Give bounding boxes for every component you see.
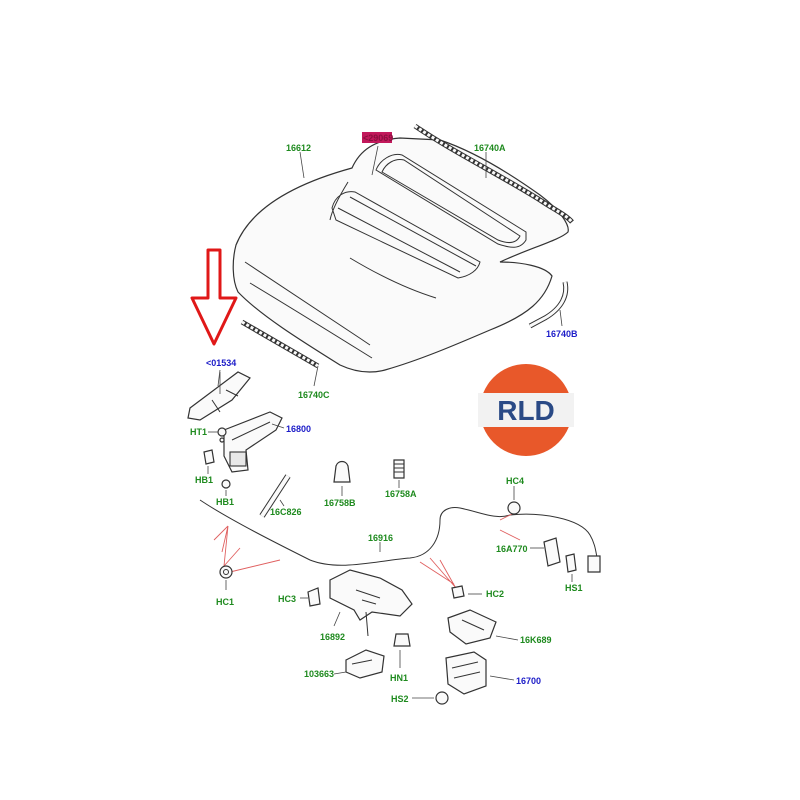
bolt-hb1a — [203, 449, 215, 474]
label-hc3: HC3 — [278, 594, 296, 604]
label-hc2: HC2 — [486, 589, 504, 599]
logo-text: RLD — [497, 395, 555, 426]
label-hc4: HC4 — [506, 476, 524, 486]
clip-hc2 — [451, 585, 482, 599]
label-16612: 16612 — [286, 143, 311, 153]
clip-hc4 — [507, 486, 521, 515]
seal-16740c — [240, 319, 320, 369]
handle-16a770 — [530, 537, 561, 567]
label-16800: 16800 — [286, 424, 311, 434]
hinge-16800 — [223, 411, 285, 473]
bump-stop-16758b — [333, 460, 351, 496]
label-hs2: HS2 — [391, 694, 409, 704]
label-16758b: 16758B — [324, 498, 356, 508]
label-16758a: 16758A — [385, 489, 417, 499]
label-hb1a: HB1 — [195, 475, 213, 485]
label-01534: <01534 — [206, 358, 236, 368]
label-29069: <29069 — [363, 133, 393, 143]
strut-16c826 — [259, 474, 291, 518]
bump-stop-16758a — [393, 459, 405, 488]
lever-hs1 — [565, 553, 601, 582]
bolt-hb1b — [221, 479, 231, 496]
label-16740a: 16740A — [474, 143, 506, 153]
label-16740b: 16740B — [546, 329, 578, 339]
hinge-01534 — [187, 371, 251, 421]
latch-16700 — [445, 651, 515, 695]
label-hc1: HC1 — [216, 597, 234, 607]
release-cable-16916 — [199, 499, 599, 566]
seal-16740a — [413, 123, 574, 224]
label-hb1b: HB1 — [216, 497, 234, 507]
hood-panel — [232, 137, 569, 373]
label-16700: 16700 — [516, 676, 541, 686]
label-16892: 16892 — [320, 632, 345, 642]
bolt-ht1 — [208, 427, 227, 443]
label-16740c: 16740C — [298, 390, 330, 400]
label-hn1: HN1 — [390, 673, 408, 683]
label-ht1: HT1 — [190, 427, 207, 437]
label-103663: 103663 — [304, 669, 334, 679]
label-16k689: 16K689 — [520, 635, 552, 645]
label-hs1: HS1 — [565, 583, 583, 593]
hood-leaders — [217, 145, 563, 387]
bracket-103663 — [333, 649, 385, 679]
shield-16892 — [329, 569, 413, 637]
label-16916: 16916 — [368, 533, 393, 543]
bracket-16k689 — [447, 609, 519, 645]
label-16a770: 16A770 — [496, 544, 528, 554]
part-labels: 16612 <29069 16740A 16740B 16740C <01534… — [190, 133, 583, 704]
red-arrow-icon — [190, 248, 238, 346]
clip-hc3 — [300, 587, 321, 607]
highlight-box — [362, 132, 392, 143]
nut-hn1 — [393, 633, 411, 668]
bolt-hs2 — [412, 691, 449, 705]
rld-logo: RLD — [478, 364, 574, 456]
clip-hc1 — [219, 565, 233, 590]
seal-16740b — [528, 281, 569, 329]
label-16c826: 16C826 — [270, 507, 302, 517]
